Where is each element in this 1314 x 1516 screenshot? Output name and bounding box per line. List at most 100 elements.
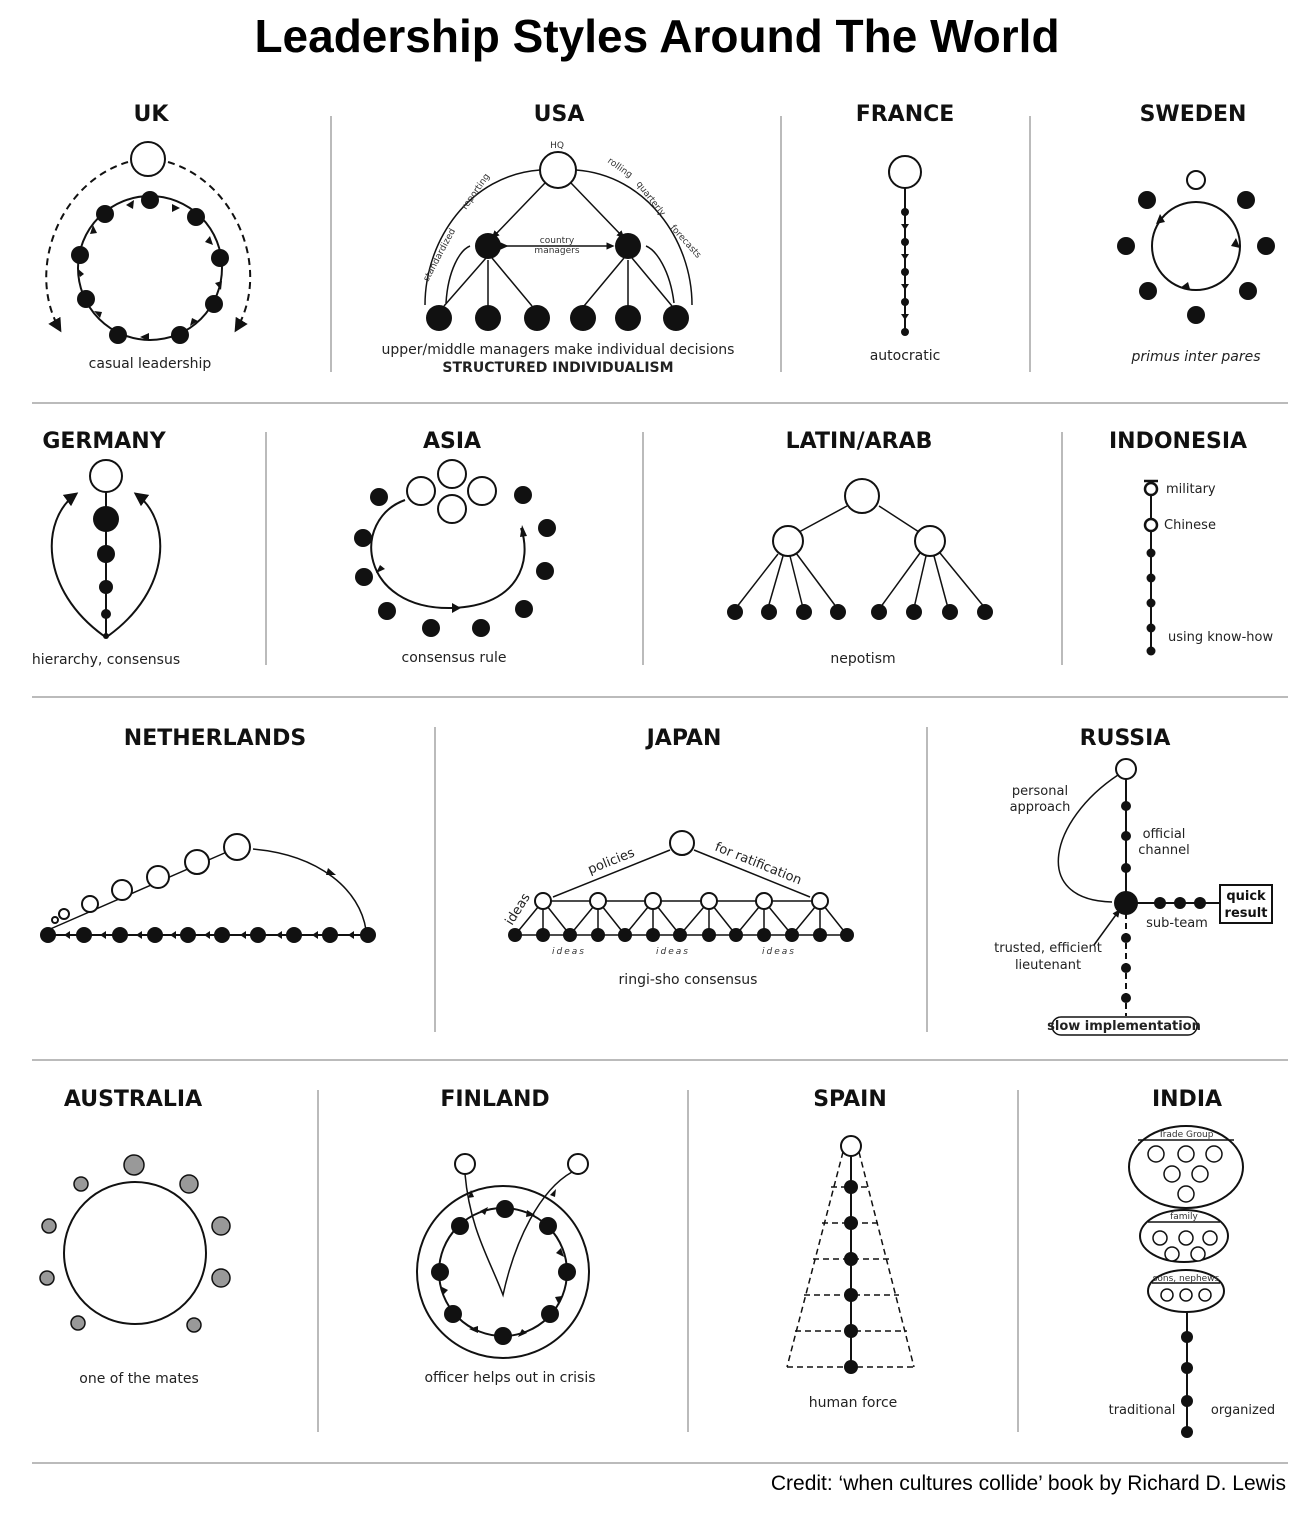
channel-label: channel (1138, 843, 1189, 858)
panel-france: FRANCE autocratic (856, 102, 955, 364)
panel-france-caption: autocratic (870, 348, 941, 364)
team-members (727, 604, 993, 620)
panel-sweden-name: SWEDEN (1140, 102, 1247, 127)
chain-nodes (844, 1180, 858, 1374)
panel-france-name: FRANCE (856, 102, 955, 127)
trusted-label: trusted, efficient (994, 941, 1102, 956)
panel-japan-name: JAPAN (645, 726, 722, 751)
panel-japan-caption: ringi-sho consensus (619, 972, 758, 988)
patriarch-node (844, 478, 880, 514)
panel-sweden: SWEDEN primus inter pares (1117, 102, 1275, 365)
family-node (772, 525, 804, 557)
dashed-arrow-left (45, 161, 129, 333)
employee-nodes (426, 305, 689, 331)
personal-label: personal (1012, 784, 1068, 799)
slow-implementation-box (1051, 1016, 1198, 1036)
trade-group-label: Trade Group (1158, 1130, 1214, 1140)
team-members (354, 486, 556, 637)
country-label-2: managers (534, 246, 579, 256)
panel-australia: AUSTRALIA one of the mates (39, 1087, 231, 1387)
panel-spain-name: SPAIN (813, 1087, 887, 1112)
reporting-label: reporting (460, 172, 492, 212)
chain-nodes (1114, 801, 1206, 1003)
panel-australia-name: AUSTRALIA (64, 1087, 202, 1112)
circle-path (1151, 201, 1241, 291)
officer-path (464, 1171, 573, 1298)
personal-approach-path (1057, 774, 1119, 903)
chain-nodes (901, 208, 909, 336)
panel-finland: FINLAND officer helps out in crisis (416, 1087, 596, 1386)
approach-label: approach (1010, 800, 1071, 815)
leader-node (130, 141, 166, 177)
family-node (914, 525, 946, 557)
feedback-arrow-right (107, 492, 162, 637)
military-node (1143, 481, 1159, 497)
family-label: family (1170, 1212, 1198, 1222)
panel-asia-caption: consensus rule (402, 650, 507, 666)
outer-ring (416, 1185, 590, 1359)
panel-asia-name: ASIA (423, 429, 481, 454)
know-how-label: using know-how (1168, 630, 1273, 645)
dashed-arrow-right (167, 161, 252, 333)
page-title: Leadership Styles Around The World (254, 10, 1060, 62)
forecasts-label: forecasts (668, 223, 703, 260)
hq-node (539, 151, 577, 189)
panel-usa-caption: upper/middle managers make individual de… (382, 342, 735, 358)
quick-result-box (1219, 884, 1273, 924)
panel-indonesia: INDONESIA military Chinese using know-ho… (1109, 429, 1273, 656)
grid-lines (32, 116, 1288, 1464)
manager-node (475, 233, 501, 259)
quarterly-label: quarterly (634, 180, 668, 219)
panel-russia-name: RUSSIA (1080, 726, 1171, 751)
team-members (1117, 191, 1275, 324)
usa-links (424, 169, 693, 307)
panel-usa-caption-2: STRUCTURED INDIVIDUALISM (442, 360, 673, 376)
hq-label: HQ (550, 141, 564, 151)
leader-node (888, 155, 922, 189)
panel-indonesia-name: INDONESIA (1109, 429, 1247, 454)
panel-netherlands: NETHERLANDS (40, 726, 376, 943)
panel-usa-name: USA (534, 102, 585, 127)
panel-finland-caption: officer helps out in crisis (424, 1370, 595, 1386)
country-label-1: country (540, 236, 575, 246)
panel-uk-caption: casual leadership (89, 356, 212, 372)
panel-netherlands-name: NETHERLANDS (124, 726, 306, 751)
sons-label: sons, nephews (1153, 1274, 1220, 1284)
middle-nodes (534, 892, 829, 910)
chain-nodes (1146, 548, 1156, 656)
team-members (431, 1200, 576, 1345)
ring-arrows (77, 200, 222, 341)
result-label: result (1225, 906, 1268, 921)
panel-asia: ASIA consensus rule (354, 429, 556, 666)
base-nodes (508, 928, 854, 942)
panel-spain-caption: human force (809, 1395, 898, 1411)
credit-line: Credit: ‘when cultures collide’ book by … (770, 1472, 1286, 1495)
quick-label: quick (1226, 889, 1266, 904)
chinese-node (1143, 517, 1159, 533)
panel-germany-caption: hierarchy, consensus (32, 652, 180, 668)
panel-latin-arab-caption: nepotism (830, 651, 895, 667)
team-circle (63, 1181, 207, 1325)
panel-finland-name: FINLAND (440, 1087, 549, 1112)
panel-australia-caption: one of the mates (79, 1371, 199, 1387)
sub-team-label: sub-team (1146, 916, 1208, 931)
mates (39, 1154, 231, 1333)
consensus-loop (370, 499, 526, 610)
panel-japan: JAPAN policies for ratification ideas id… (503, 726, 854, 988)
panel-india: INDIA Trade Group family sons, nephews t… (1109, 1087, 1275, 1438)
base-nodes (40, 927, 376, 943)
traditional-label: traditional (1109, 1403, 1176, 1418)
slow-label: slow implementation (1047, 1019, 1201, 1034)
ideas-label: ideas (762, 947, 796, 957)
team-members (71, 191, 229, 344)
chinese-label: Chinese (1164, 518, 1216, 533)
panel-russia: RUSSIA quick result slow implementation … (994, 726, 1273, 1036)
ideas-label: ideas (656, 947, 690, 957)
official-label: official (1143, 827, 1186, 842)
leader-node (840, 1135, 862, 1157)
feedback-arrow-left (50, 492, 105, 637)
ideas-label: ideas (552, 947, 586, 957)
panel-sweden-caption: primus inter pares (1131, 349, 1261, 365)
panel-uk: UK casual leadership (45, 102, 252, 372)
